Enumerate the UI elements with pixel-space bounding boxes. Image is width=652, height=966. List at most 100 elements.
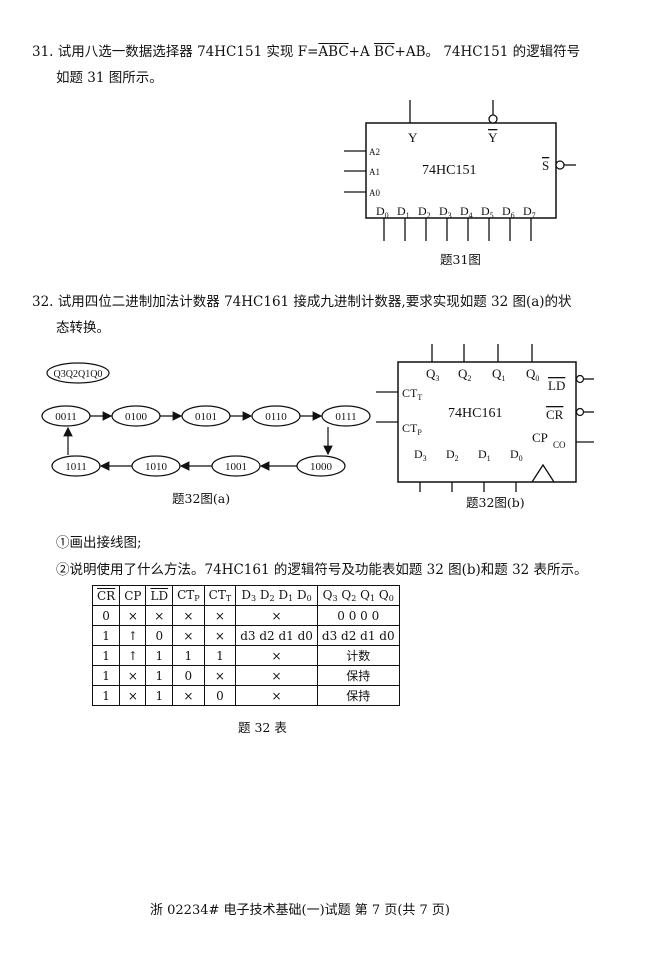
table-cell: 0: [203, 685, 237, 706]
q31-term-b2: B: [374, 44, 385, 60]
table-cell: 1: [91, 685, 121, 706]
q31-text-after: 74HC151 的逻辑符号: [443, 44, 581, 60]
chip161-co-label: CO: [553, 440, 566, 450]
state-0101: 0101: [195, 411, 217, 423]
chip151-a0-label: A0: [369, 188, 380, 198]
chip161-ld-label: LD: [548, 378, 565, 393]
table-row: 1×1×0×保持: [91, 685, 400, 706]
chip161-pin-d3: D3: [414, 447, 427, 463]
chip161-name: 74HC161: [448, 406, 502, 421]
table-cell: ×: [119, 605, 147, 626]
table-cell: 保持: [316, 665, 400, 686]
q31-term-c: C: [338, 44, 349, 60]
table-cell: 0: [172, 665, 205, 686]
th-q: Q3 Q2 Q1 Q0: [316, 585, 400, 606]
fig32a-caption: 题32图(a): [172, 491, 231, 506]
chip161-pin-d1: D1: [478, 447, 491, 463]
chip161-outputs: Q3 Q2 Q1 Q0: [426, 344, 539, 383]
chip161-inputs: D3 D2 D1 D0: [414, 447, 523, 492]
chip161-cp-label: CP: [532, 430, 548, 445]
table-cell: ×: [235, 645, 318, 666]
table-cell: ×: [235, 605, 318, 626]
q31-number: 31.: [32, 44, 54, 60]
chip151-pin-d2: D2: [418, 204, 431, 220]
table-cell: ×: [203, 605, 237, 626]
table32-caption: 题 32 表: [238, 720, 287, 735]
table-cell: 1: [172, 645, 205, 666]
chip151-pin-d4: D4: [460, 204, 473, 220]
table-cell: 1: [91, 625, 121, 646]
q31-line1: 31. 试用八选一数据选择器 74HC151 实现 F=ABC+A BC+AB。…: [32, 40, 580, 60]
table-cell: ×: [119, 665, 147, 686]
state-1000: 1000: [310, 461, 333, 473]
chip161-pin-q1: Q1: [492, 366, 505, 383]
q31-term-c2: C: [384, 44, 395, 60]
table-cell: ×: [172, 685, 205, 706]
q32-text-line1: 试用四位二进制加法计数器 74HC161 接成九进制计数器,要求实现如题 32 …: [57, 294, 572, 310]
table-cell: 1: [91, 645, 121, 666]
chip161-ctt-label: CTT: [402, 386, 422, 402]
chip151-pin-d7: D7: [523, 204, 536, 220]
chip151-pin-d3: D3: [439, 204, 452, 220]
th-ctp: CTP: [172, 585, 205, 606]
chip161-pin-q2: Q2: [458, 366, 471, 383]
table-cell: 1: [145, 665, 174, 686]
chip161-pin-q0: Q0: [526, 366, 539, 383]
table-cell: 1: [145, 645, 174, 666]
state-0110: 0110: [265, 411, 287, 423]
chip151-pin-d6: D6: [502, 204, 515, 220]
table-cell: 1: [203, 645, 237, 666]
q32-line1: 32. 试用四位二进制加法计数器 74HC161 接成九进制计数器,要求实现如题…: [32, 290, 572, 310]
table-cell: d3 d2 d1 d0: [235, 625, 318, 646]
q31-line2: 如题 31 图所示。: [56, 70, 163, 86]
chip151-a1-label: A1: [369, 167, 380, 177]
fig32b-caption: 题32图(b): [466, 495, 525, 510]
page-footer: 浙 02234# 电子技术基础(一)试题 第 7 页(共 7 页): [150, 903, 451, 918]
table-row: 0×××××0 0 0 0: [91, 605, 400, 626]
th-ld: LD: [145, 585, 174, 606]
chip161-pin-q3: Q3: [426, 366, 439, 383]
q31-term-a: A: [318, 44, 329, 60]
table-cell: ×: [235, 685, 318, 706]
q32-sub2: ②说明使用了什么方法。74HC161 的逻辑符号及功能表如题 32 图(b)和题…: [56, 562, 588, 578]
chip151-pin-d0: D0: [376, 204, 389, 220]
th-cp: CP: [119, 585, 147, 606]
th-d: D3 D2 D1 D0: [235, 585, 318, 606]
table-cell: 0: [91, 605, 121, 626]
q32-line2: 态转换。: [56, 320, 110, 336]
q31-term-b: B: [328, 44, 339, 60]
state-0011: 0011: [55, 411, 77, 423]
table-cell: ×: [172, 625, 205, 646]
state-label-ellipse: [46, 362, 110, 384]
state-0100: 0100: [125, 411, 148, 423]
chip161-pin-d0: D0: [510, 447, 523, 463]
q32-number: 32.: [32, 294, 54, 310]
table-cell: 保持: [316, 685, 400, 706]
chip161-clock-triangle: [531, 463, 555, 483]
state-1010: 1010: [145, 461, 168, 473]
state-0111-ellipse: [321, 405, 371, 427]
chip161-ctp-label: CTP: [402, 421, 422, 437]
chip151-name: 74HC151: [422, 163, 476, 178]
table-cell: 1: [145, 685, 174, 706]
chip151-y-label: Y: [408, 130, 418, 145]
table-cell: 计数: [316, 645, 400, 666]
table-cell: d3 d2 d1 d0: [316, 625, 400, 646]
table-cell: 0: [145, 625, 174, 646]
fig31-caption: 题31图: [440, 252, 481, 267]
table-cell: ↑: [119, 625, 147, 646]
q31-plus1: +A: [348, 44, 375, 60]
state-0111: 0111: [335, 411, 356, 423]
table-cell: ×: [172, 605, 205, 626]
th-ctt: CTT: [203, 585, 237, 606]
chip161-pin-d2: D2: [446, 447, 459, 463]
